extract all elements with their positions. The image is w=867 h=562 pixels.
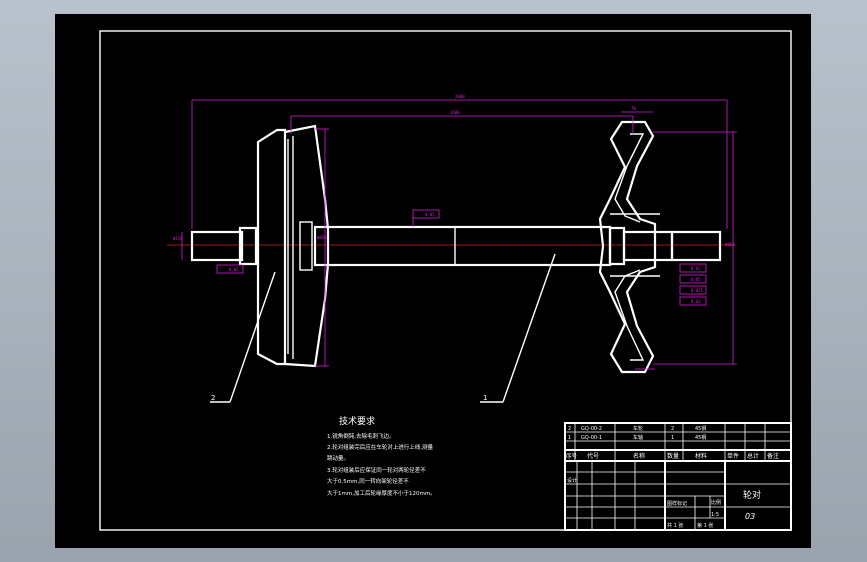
- title-block[interactable]: 2 GQ-00-2 车轮 2 45钢 1 GQ-00-1 车轴 1 45钢 序号…: [564, 422, 792, 531]
- header-remark: 备注: [767, 452, 779, 460]
- tech-req-line-3: 跳动量。: [327, 454, 349, 462]
- sheets-label: 共 1 张: [667, 522, 683, 529]
- header-code: 代号: [587, 452, 599, 460]
- gdt-right-0: 0.02: [691, 266, 701, 271]
- tech-req-line-1: 1.锐角倒钝,去除毛刺飞边。: [327, 432, 395, 440]
- tech-req-line-6: 大于1mm,加工后轮缘厚度不小于120mm。: [327, 489, 436, 497]
- leader-line-2: [229, 271, 276, 403]
- tech-req-line-4: 3.轮对组装后应保证同一轮对两轮径差不: [327, 466, 426, 474]
- scale-label: 比例: [711, 499, 721, 506]
- axle-shaft[interactable]: [190, 225, 722, 267]
- header-qty: 数量: [667, 452, 679, 460]
- part-2-code: GQ-00-2: [581, 426, 602, 432]
- balloon-2: 2: [211, 394, 215, 402]
- part-1-qty: 1: [671, 435, 674, 441]
- gdt-right-3: 0.03: [691, 299, 701, 304]
- drawing-number: 03: [745, 512, 755, 521]
- stage-label: 图样标记: [667, 500, 687, 507]
- gdt-right-2: 0.025: [691, 288, 704, 293]
- part-1-name: 车轴: [633, 434, 643, 441]
- drawing-name: 轮对: [743, 489, 761, 501]
- gdt-left: 0.05: [229, 267, 239, 272]
- part-1-no: 1: [568, 435, 571, 441]
- gdt-top: 0.05: [425, 212, 435, 217]
- header-unit: 单件: [727, 452, 739, 460]
- header-total: 总计: [747, 452, 759, 460]
- part-2-material: 45钢: [695, 425, 706, 432]
- header-no: 序号: [566, 452, 578, 460]
- dim-wheel-width: 70: [631, 106, 636, 111]
- gdt-right-1: 0.05: [691, 277, 701, 282]
- cad-drawing-sheet: 2000 1680 70 Φ860 Φ860 Φ150 0.05 0.05 0.…: [99, 30, 792, 531]
- dim-overall-length: 2000: [455, 94, 465, 99]
- drawing-frame: [99, 30, 792, 531]
- right-wheel[interactable]: [598, 120, 660, 374]
- part-1-code: GQ-00-1: [581, 435, 602, 441]
- tech-req-line-5: 大于0.5mm,同一转向架轮径差不: [327, 477, 409, 485]
- header-material: 材料: [695, 452, 707, 460]
- tech-req-title: 技术要求: [339, 415, 375, 427]
- drawing-viewport[interactable]: 2000 1680 70 Φ860 Φ860 Φ150 0.05 0.05 0.…: [55, 14, 811, 548]
- part-2-name: 车轮: [633, 425, 643, 432]
- dim-journal-dia: Φ150: [173, 236, 183, 241]
- sheet-label: 第 1 张: [697, 522, 713, 529]
- header-name: 名称: [633, 452, 645, 460]
- part-2-qty: 2: [671, 426, 674, 432]
- tech-req-line-2: 2.轮对组装完后应在车轮对上进行上线,测量: [327, 443, 433, 451]
- dim-shaft-length: 1680: [450, 110, 460, 115]
- dim-left-wheel-dia: Φ860: [317, 235, 327, 240]
- left-wheel[interactable]: [256, 124, 330, 368]
- tech-requirements: 技术要求 1.锐角倒钝,去除毛刺飞边。 2.轮对组装完后应在车轮对上进行上线,测…: [327, 415, 436, 497]
- dim-right-wheel-dia: Φ860: [725, 242, 735, 247]
- balloon-1: 1: [483, 394, 487, 402]
- scale-value: 1:5: [711, 512, 719, 518]
- part-1-material: 45钢: [695, 434, 706, 441]
- leader-line-1: [502, 253, 556, 403]
- design-label: 设计: [567, 477, 577, 484]
- dimensions: 2000 1680 70 Φ860 Φ860 Φ150 0.05 0.05 0.…: [173, 94, 737, 370]
- part-2-no: 2: [568, 426, 571, 432]
